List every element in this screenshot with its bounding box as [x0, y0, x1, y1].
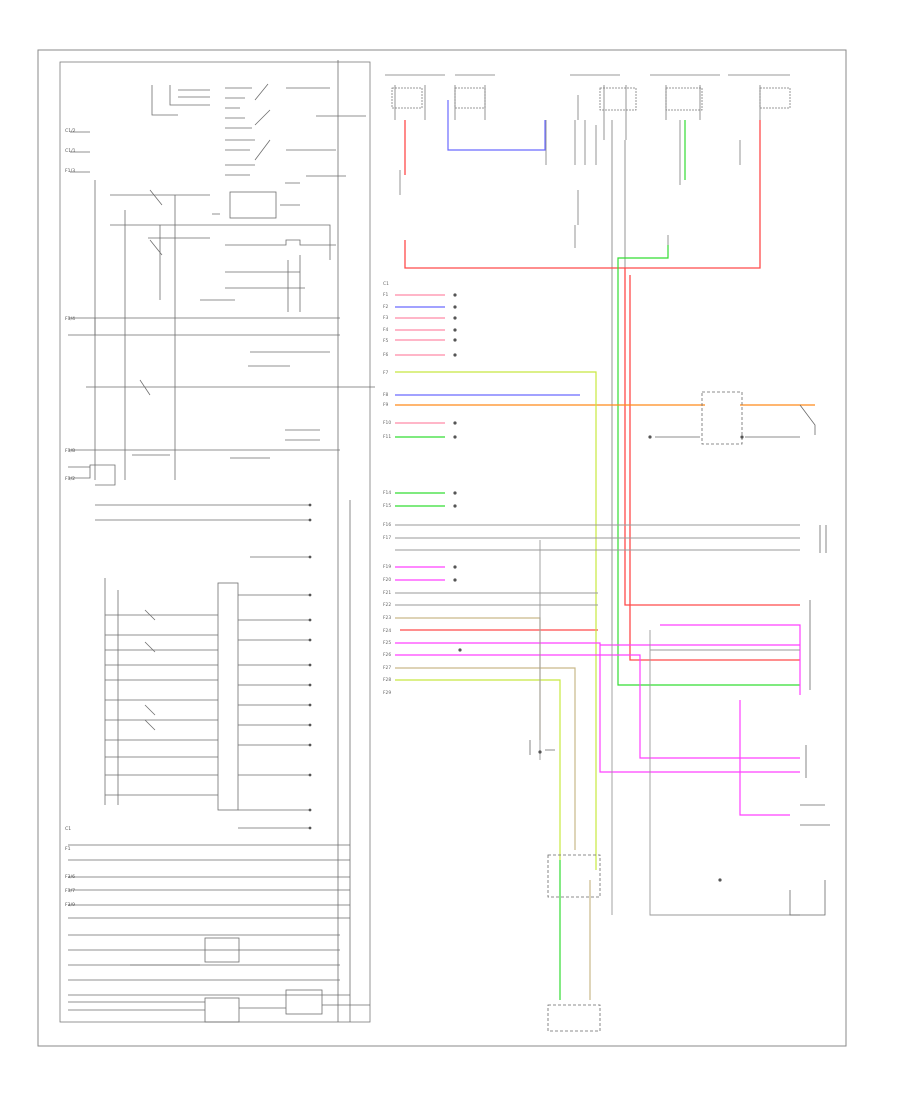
svg-text:C1/2: C1/2: [65, 128, 76, 134]
svg-text:F10: F10: [383, 420, 391, 426]
svg-text:F7: F7: [383, 370, 389, 376]
svg-text:F9: F9: [383, 402, 389, 408]
svg-text:C1/1: C1/1: [65, 148, 76, 154]
svg-text:F3/6: F3/6: [65, 874, 75, 880]
right-connectors: [655, 391, 830, 916]
svg-text:F1: F1: [383, 292, 389, 298]
svg-text:F3: F3: [383, 315, 389, 321]
svg-text:F3/7: F3/7: [65, 888, 75, 894]
wire-red: [400, 120, 800, 661]
svg-text:F5: F5: [383, 338, 389, 344]
svg-text:F28: F28: [383, 677, 391, 683]
svg-text:F26: F26: [383, 652, 391, 658]
terminals: [308, 293, 744, 882]
svg-text:F20: F20: [383, 577, 391, 583]
svg-text:F15: F15: [383, 503, 391, 509]
svg-text:F16: F16: [383, 522, 391, 528]
svg-text:C1: C1: [65, 826, 71, 832]
svg-text:F2: F2: [383, 304, 389, 310]
lower-modules: [529, 740, 601, 1032]
wire-blue: [395, 100, 580, 396]
svg-text:F27: F27: [383, 665, 391, 671]
top-modules: [385, 74, 791, 640]
svg-text:F3/2: F3/2: [65, 476, 75, 482]
svg-text:F1/3: F1/3: [65, 168, 75, 174]
wire-yellow-green: [395, 371, 597, 870]
svg-text:F19: F19: [383, 564, 391, 570]
svg-text:F8: F8: [383, 392, 389, 398]
svg-text:F17: F17: [383, 535, 391, 541]
svg-text:F1: F1: [65, 846, 71, 852]
wire-magenta: [395, 566, 801, 816]
wire-green: [395, 120, 800, 1000]
svg-text:F25: F25: [383, 640, 391, 646]
svg-text:F14: F14: [383, 490, 391, 496]
wire-pink: [395, 294, 445, 424]
svg-text:F3/4: F3/4: [65, 316, 75, 322]
svg-text:F6: F6: [383, 352, 389, 358]
instrument-cluster: [59, 60, 375, 1023]
svg-text:F4: F4: [383, 327, 389, 333]
cluster-labels: C1/2 C1/1 F1/3 F3/4 F3/8 F3/2 C1 F1 F3/6…: [65, 128, 76, 908]
svg-text:C1: C1: [383, 281, 389, 287]
svg-text:F3/8: F3/8: [65, 448, 75, 454]
pin-labels: C1 F1 F2 F3 F4 F5 F6 F7 F8 F9 F10 F11 F1…: [383, 281, 391, 696]
svg-text:F23: F23: [383, 615, 391, 621]
wire-tan: [395, 617, 591, 1000]
svg-text:F29: F29: [383, 690, 391, 696]
svg-text:F21: F21: [383, 590, 391, 596]
svg-text:F3/9: F3/9: [65, 902, 75, 908]
diagram-frame: [37, 49, 847, 1047]
svg-text:F22: F22: [383, 602, 391, 608]
wire-gray: [395, 524, 800, 916]
svg-text:F11: F11: [383, 434, 391, 440]
svg-text:F24: F24: [383, 628, 391, 634]
